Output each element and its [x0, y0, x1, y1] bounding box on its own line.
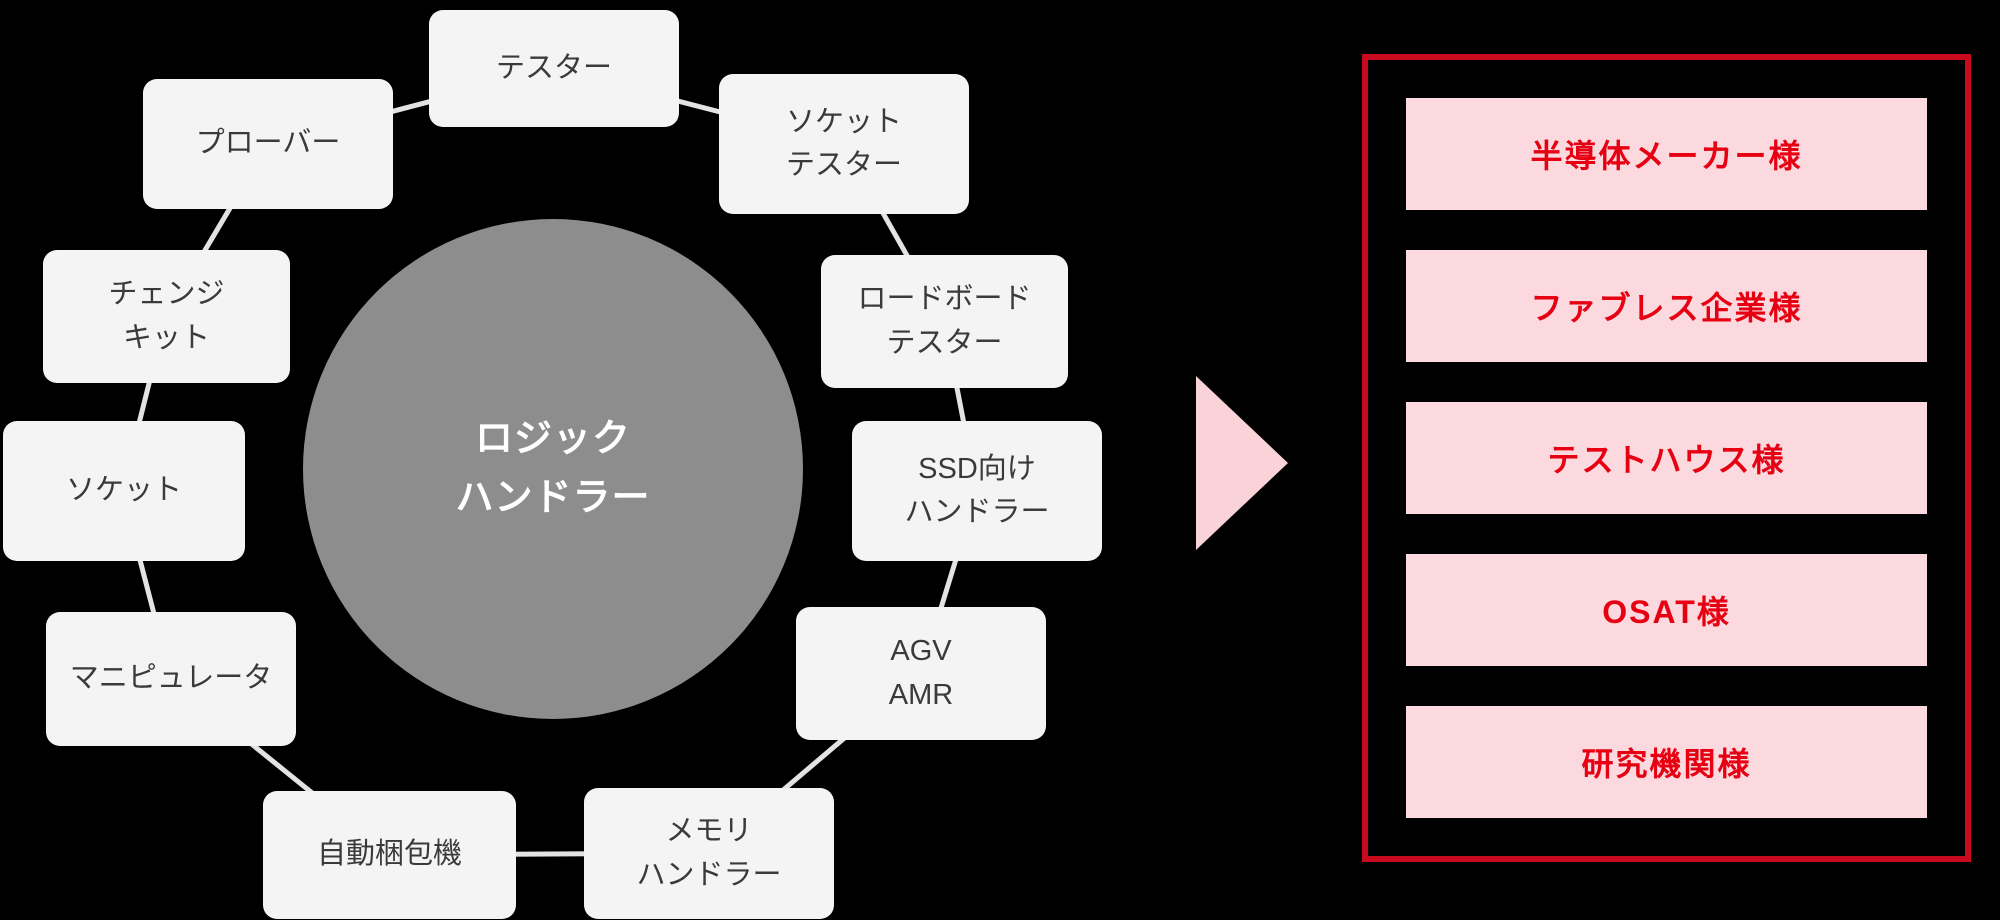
node-agv-amr: AGV AMR — [796, 607, 1046, 740]
node-load-board-tester: ロードボード テスター — [821, 255, 1068, 388]
node-change-kit-label: チェンジ キット — [108, 278, 225, 354]
node-socket-label: ソケット — [65, 474, 182, 507]
node-change-kit: チェンジ キット — [43, 250, 290, 383]
customer-item-test-house: テストハウス様 — [1406, 402, 1927, 514]
customer-item-semiconductor-maker: 半導体メーカー様 — [1406, 98, 1927, 210]
customer-item-label: OSAT様 — [1602, 594, 1731, 630]
customer-item-label: 研究機関様 — [1581, 746, 1752, 782]
center-circle: ロジック ハンドラー — [303, 219, 803, 719]
customer-item-label: ファブレス企業様 — [1530, 290, 1803, 326]
node-load-board-tester-label: ロードボード テスター — [857, 283, 1032, 359]
node-manipulator-label: マニピュレータ — [69, 662, 273, 695]
node-prober-label: プローバー — [195, 127, 341, 160]
node-socket-tester-label: ソケット テスター — [785, 105, 902, 182]
node-agv-amr-label: AGV AMR — [888, 635, 954, 711]
node-packing-machine: 自動梱包機 — [263, 791, 516, 919]
node-tester: テスター — [429, 10, 679, 127]
node-prober: プローバー — [143, 79, 393, 209]
node-ssd-handler: SSD向け ハンドラー — [852, 421, 1102, 561]
node-ssd-handler-label: SSD向け ハンドラー — [904, 452, 1050, 529]
node-socket-tester: ソケット テスター — [719, 74, 969, 214]
customer-item-osat: OSAT様 — [1406, 554, 1927, 666]
node-socket: ソケット — [3, 421, 245, 561]
node-manipulator: マニピュレータ — [46, 612, 296, 746]
customer-item-fabless-company: ファブレス企業様 — [1406, 250, 1927, 362]
node-memory-handler-label: メモリ ハンドラー — [636, 815, 782, 891]
node-tester-label: テスター — [495, 51, 612, 84]
arrow-right-icon — [1196, 376, 1288, 550]
customer-item-research-institute: 研究機関様 — [1406, 706, 1927, 818]
customer-item-label: テストハウス様 — [1547, 442, 1786, 478]
node-memory-handler: メモリ ハンドラー — [584, 788, 834, 919]
node-packing-machine-label: 自動梱包機 — [316, 838, 462, 871]
customers-panel: 半導体メーカー様 ファブレス企業様 テストハウス様 OSAT様 研究機関様 — [1362, 54, 1971, 862]
customer-item-label: 半導体メーカー様 — [1530, 138, 1803, 174]
center-circle-label: ロジック ハンドラー — [455, 418, 651, 519]
